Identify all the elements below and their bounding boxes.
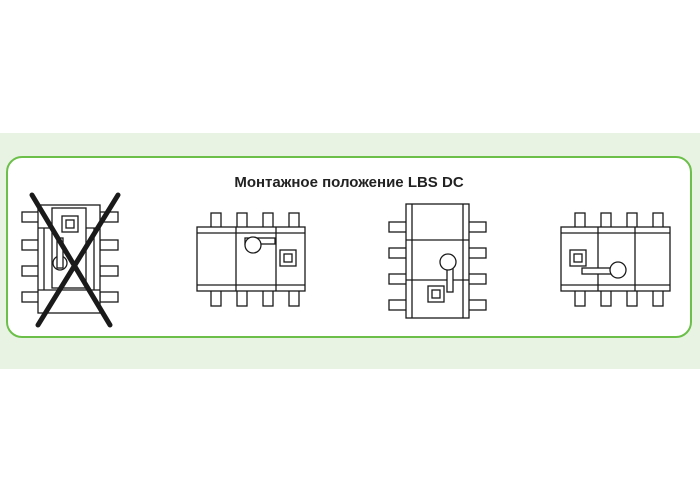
panel-title: Монтажное положение LBS DC	[234, 174, 464, 191]
switch-vertical-handle-right	[388, 203, 487, 319]
switch-horizontal-handle-left	[560, 212, 671, 307]
switch-vertical-handle-down-crossed	[21, 192, 121, 328]
switch-horizontal-handle-up	[196, 212, 306, 307]
